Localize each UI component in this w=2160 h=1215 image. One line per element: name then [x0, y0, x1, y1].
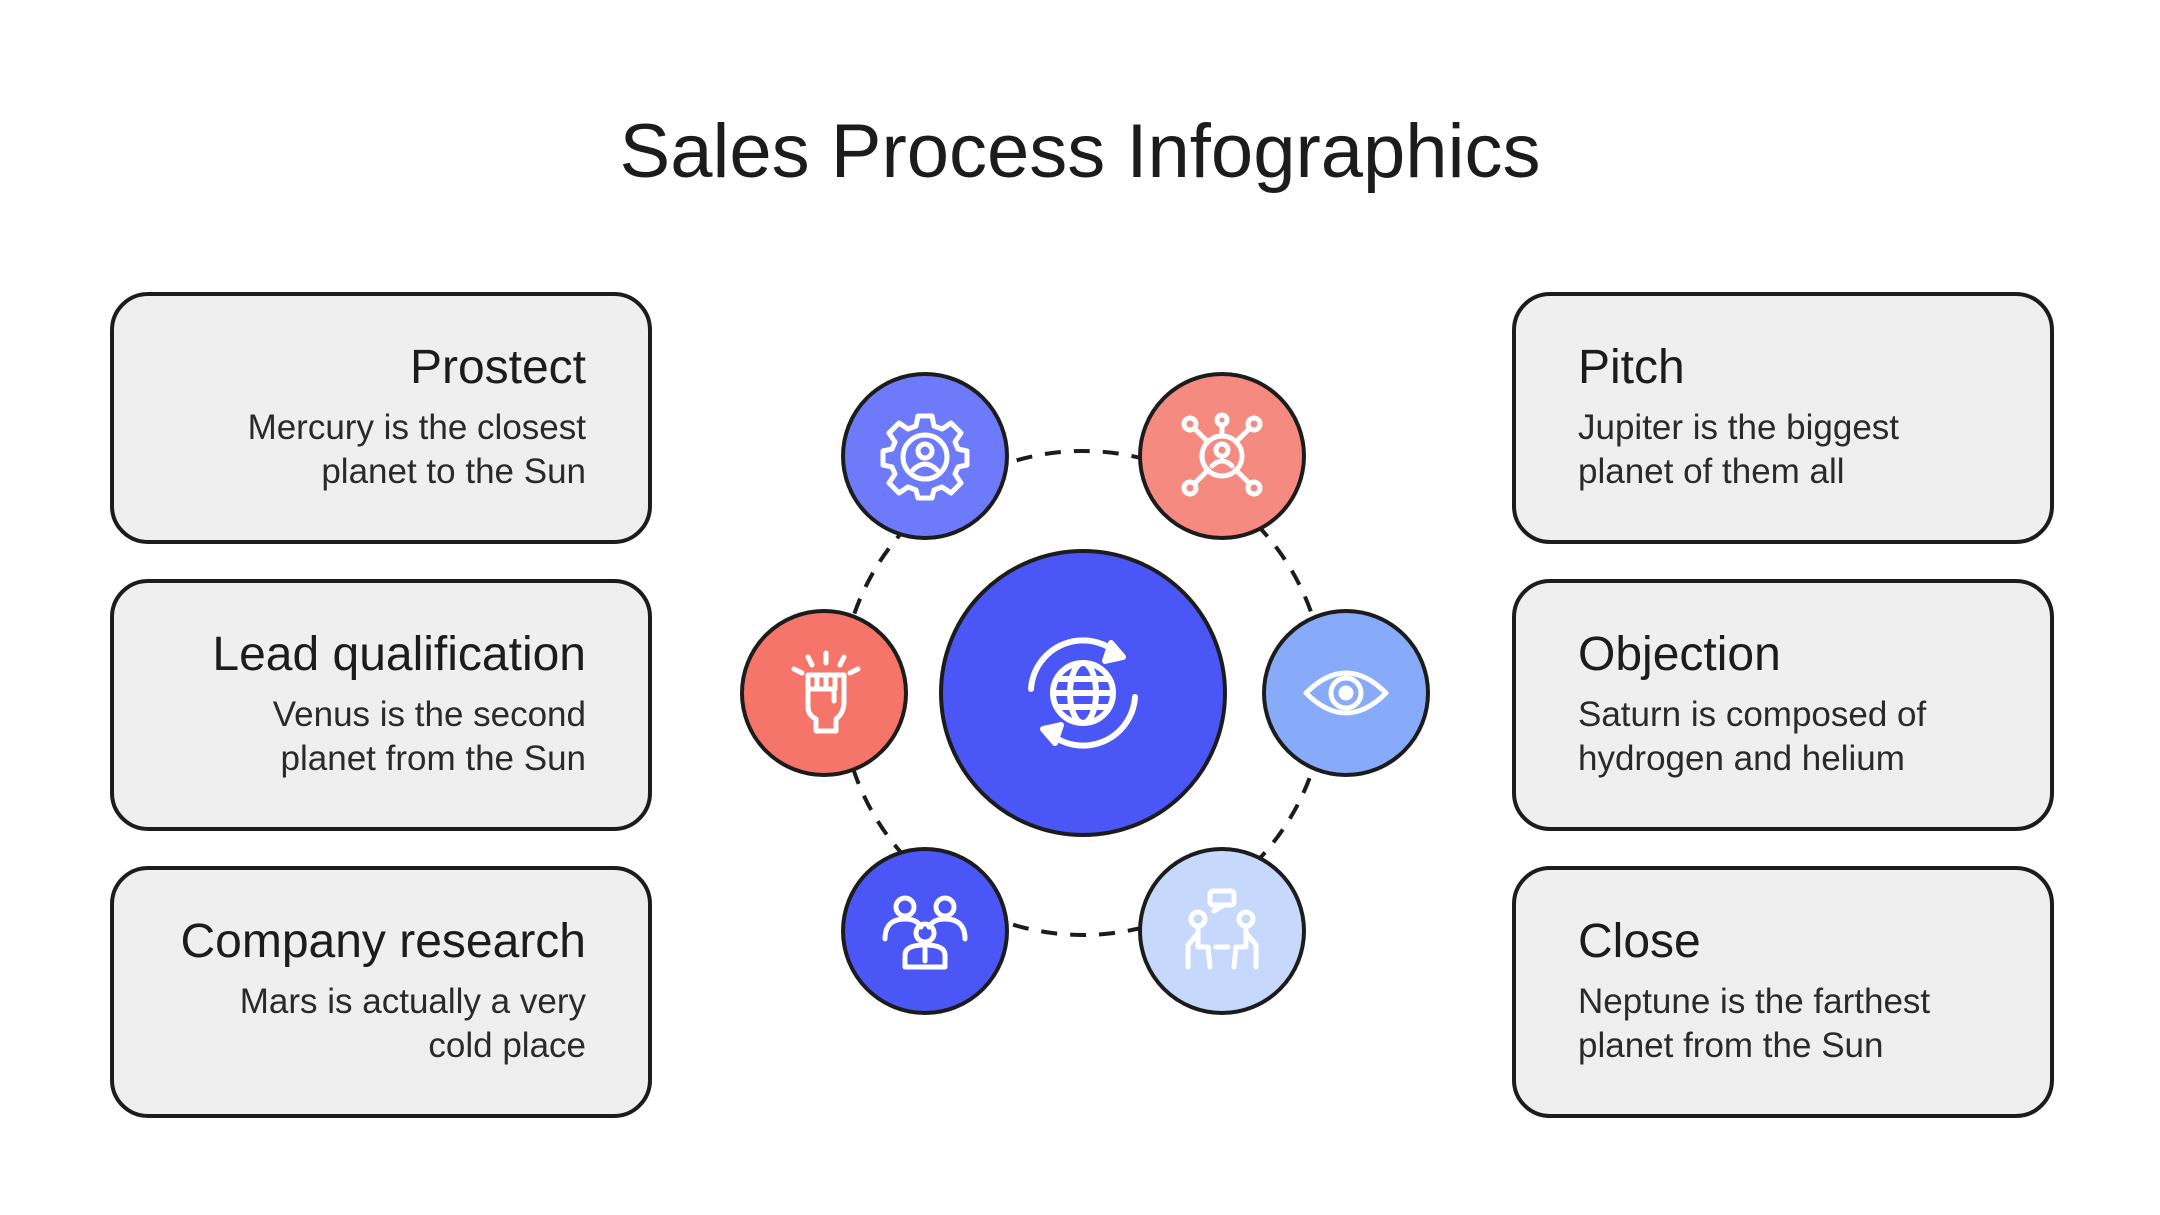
step-title: Lead qualification	[212, 628, 586, 681]
network-user-icon	[1181, 412, 1263, 497]
step-title: Objection	[1578, 628, 1781, 681]
node-lead-qualification	[740, 609, 908, 777]
step-title: Company research	[180, 915, 586, 968]
center-node	[939, 549, 1227, 837]
step-card-company-research: Company research Mars is actually a very…	[110, 866, 652, 1118]
node-circle	[841, 847, 1009, 1015]
step-title: Pitch	[1578, 341, 1685, 394]
node-circle	[740, 609, 908, 777]
step-title: Prostect	[409, 341, 586, 394]
node-prospect	[841, 372, 1009, 540]
step-description: Neptune is the farthest planet from the …	[1578, 982, 1931, 1065]
node-pitch	[1138, 372, 1306, 540]
page-title: Sales Process Infographics	[619, 109, 1541, 194]
gear-user-icon	[880, 413, 970, 501]
step-card-lead-qualification: Lead qualification Venus is the second p…	[110, 579, 652, 831]
step-card-pitch: Pitch Jupiter is the biggest planet of t…	[1512, 292, 2054, 544]
node-circle	[1138, 847, 1306, 1015]
step-description: Mercury is the closest planet to the Sun	[247, 408, 586, 491]
step-card-close: Close Neptune is the farthest planet fro…	[1512, 866, 2054, 1118]
node-close	[1138, 847, 1306, 1015]
step-description: Venus is the second planet from the Sun	[272, 695, 586, 778]
step-title: Close	[1578, 915, 1701, 968]
node-company-research	[841, 847, 1009, 1015]
globe-refresh-icon	[1028, 637, 1138, 749]
step-description: Jupiter is the biggest planet of them al…	[1578, 408, 1900, 491]
team-icon	[882, 895, 968, 970]
step-card-objection: Objection Saturn is composed of hydrogen…	[1512, 579, 2054, 831]
discussion-icon	[1185, 888, 1259, 970]
eye-icon	[1303, 670, 1389, 716]
step-card-prospect: Prostect Mercury is the closest planet t…	[110, 292, 652, 544]
step-description: Mars is actually a very cold place	[239, 982, 586, 1065]
step-description: Saturn is composed of hydrogen and heliu…	[1578, 695, 1927, 778]
raised-fist-icon	[791, 650, 861, 734]
node-objection	[1262, 609, 1430, 777]
